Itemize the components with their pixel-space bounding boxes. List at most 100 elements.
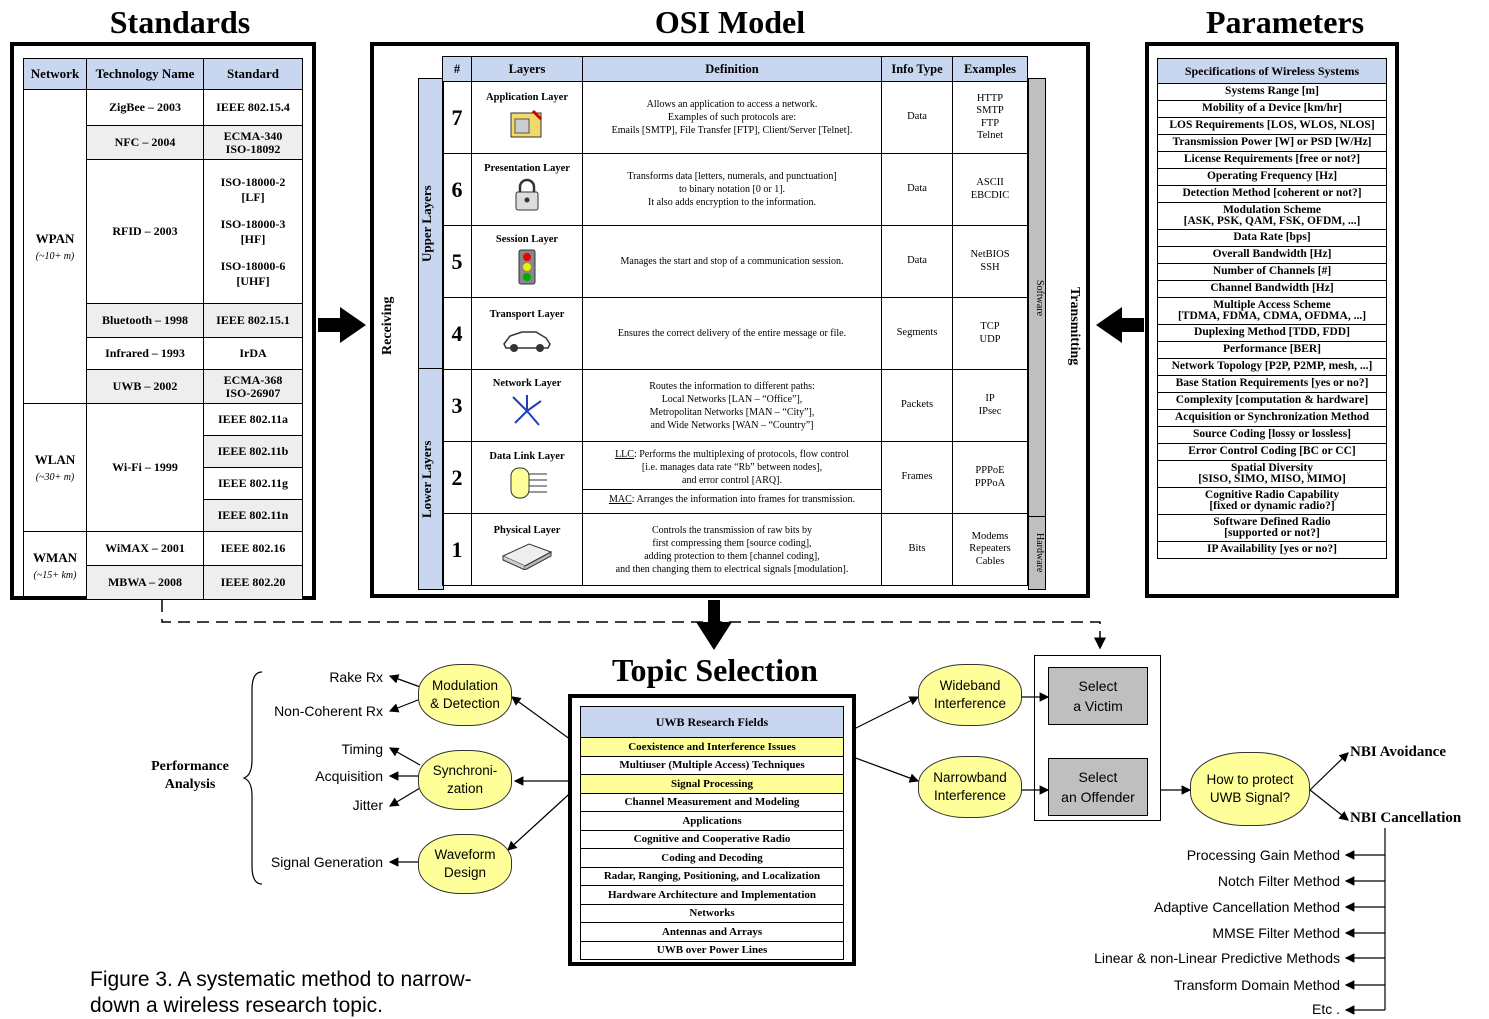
osi-col-info: Info Type [881, 56, 953, 82]
layer-examples: IP IPsec [952, 369, 1028, 442]
method-predictive: Linear & non-Linear Predictive Methods [1094, 950, 1340, 966]
layer-examples: TCP UDP [952, 297, 1028, 370]
std-wifi-g: IEEE 802.11g [203, 467, 303, 500]
std-wifi-a: IEEE 802.11a [203, 403, 303, 436]
topic-item: Hardware Architecture and Implementation [580, 885, 844, 905]
tech-nfc: NFC – 2004 [86, 125, 204, 160]
lower-layers-label: Lower Layers [418, 368, 444, 590]
mailbox-icon [510, 109, 543, 137]
layer-definition: Manages the start and stop of a communic… [582, 225, 882, 298]
layer-cell: Transport Layer [471, 297, 583, 370]
tech-infrared: Infrared – 1993 [86, 337, 204, 370]
layer-number: 1 [442, 513, 472, 586]
wideband-interference-cloud: Wideband Interference [918, 664, 1022, 726]
std-rfid: ISO-18000-2 [LF]ISO-18000-3 [HF]ISO-1800… [203, 159, 303, 304]
osi-panel: Receiving Transmitting Upper Layers Lowe… [370, 42, 1090, 598]
method-etc: Etc . [1311, 1001, 1340, 1017]
std-mbwa: IEEE 802.20 [203, 565, 303, 600]
osi-row-6: 6 Presentation Layer Transforms data [le… [442, 153, 1028, 226]
layer-examples: ASCII EBCDIC [952, 153, 1028, 226]
topic-table: UWB Research Fields Coexistence and Inte… [580, 706, 844, 960]
osi-row-5: 5 Session Layer Manages the start and st… [442, 225, 1028, 298]
parameter-item: Detection Method [coherent or not?] [1157, 185, 1387, 203]
layer-info: Segments [881, 297, 953, 370]
osi-col-num: # [442, 56, 472, 82]
parameter-item: Source Coding [lossy or lossless] [1157, 426, 1387, 444]
select-offender-box: Select an Offender [1048, 758, 1148, 816]
parameters-panel: Specifications of Wireless Systems Syste… [1145, 42, 1399, 598]
layer-examples: PPPoE PPPoA [952, 441, 1028, 514]
std-uwb: ECMA-368 ISO-26907 [203, 369, 303, 404]
network-wlan: WLAN(~30+ m) [23, 403, 87, 532]
method-mmse-filter: MMSE Filter Method [1212, 925, 1340, 941]
select-victim-box: Select a Victim [1048, 667, 1148, 725]
network-arrows-icon [512, 394, 542, 426]
layer-info: Bits [881, 513, 953, 586]
topic-panel: UWB Research Fields Coexistence and Inte… [568, 694, 856, 966]
timing-label: Timing [341, 741, 384, 757]
llc-text: : Performs the multiplexing of protocols… [633, 449, 849, 486]
nbi-avoidance-label: NBI Avoidance [1350, 744, 1446, 760]
layer-number: 2 [442, 441, 472, 514]
parameters-table: Specifications of Wireless Systems Syste… [1157, 58, 1387, 559]
acquisition-label: Acquisition [315, 768, 383, 784]
non-coherent-rx-label: Non-Coherent Rx [274, 703, 383, 719]
topic-item: Channel Measurement and Modeling [580, 792, 844, 812]
transmitting-label: Transmitting [1067, 286, 1082, 366]
layer-info: Packets [881, 369, 953, 442]
layer-name: Physical Layer [493, 524, 561, 536]
car-icon [503, 330, 551, 352]
osi-title: OSI Model [654, 4, 806, 40]
std-wifi-n: IEEE 802.11n [203, 499, 303, 532]
mac-tag: MAC [608, 494, 632, 505]
parameter-item: Modulation Scheme [ASK, PSK, QAM, FSK, O… [1157, 202, 1387, 230]
hardware-label: Hardware [1028, 516, 1046, 590]
std-wimax: IEEE 802.16 [203, 531, 303, 566]
layer-number: 7 [442, 81, 472, 154]
layer-name: Network Layer [492, 377, 562, 389]
topic-item: Signal Processing [580, 774, 844, 794]
layer-cell: Physical Layer [471, 513, 583, 586]
topic-item: Radar, Ranging, Positioning, and Localiz… [580, 866, 844, 886]
parameters-header: Specifications of Wireless Systems [1157, 58, 1387, 84]
topic-item: Multiuser (Multiple Access) Techniques [580, 755, 844, 775]
layer-info: Frames [881, 441, 953, 514]
method-notch-filter: Notch Filter Method [1217, 873, 1340, 889]
layer-number: 3 [442, 369, 472, 442]
traffic-light-icon [518, 249, 536, 284]
narrowband-interference-cloud: Narrowband Interference [918, 756, 1022, 818]
parameter-item: Spatial Diversity [SISO, SIMO, MISO, MIM… [1157, 460, 1387, 488]
standards-table: Network Technology Name Standard WPAN(~1… [23, 58, 303, 600]
modem-icon [501, 542, 553, 571]
topic-item: Coexistence and Interference Issues [580, 737, 844, 757]
tech-uwb: UWB – 2002 [86, 369, 204, 404]
llc-tag: LLC [615, 449, 634, 460]
osi-row-2: 2 Data Link Layer LLC: Performs the mult… [442, 441, 1028, 514]
parameter-item: Acquisition or Synchronization Method [1157, 409, 1387, 427]
layer-name: Data Link Layer [489, 450, 565, 462]
std-nfc: ECMA-340 ISO-18092 [203, 125, 303, 160]
tech-wifi: Wi-Fi – 1999 [86, 403, 204, 532]
synchronization-cloud: Synchroni- zation [418, 750, 512, 810]
layer-cell: Data Link Layer [471, 441, 583, 514]
layer-info: Data [881, 81, 953, 154]
tech-mbwa: MBWA – 2008 [86, 565, 204, 600]
std-infrared: IrDA [203, 337, 303, 370]
parameter-item: Base Station Requirements [yes or no?] [1157, 375, 1387, 393]
parameter-item: Channel Bandwidth [Hz] [1157, 280, 1387, 298]
rake-rx-label: Rake Rx [329, 669, 383, 685]
layer-name: Transport Layer [489, 308, 565, 320]
performance-analysis-label: Performance Analysis [151, 759, 229, 792]
layer-cell: Network Layer [471, 369, 583, 442]
layer-cell: Application Layer [471, 81, 583, 154]
osi-col-layers: Layers [471, 56, 583, 82]
layer-examples: NetBIOS SSH [952, 225, 1028, 298]
layer-definition: Controls the transmission of raw bits by… [582, 513, 882, 586]
layer-definition: LLC: Performs the multiplexing of protoc… [582, 441, 882, 514]
parameter-item: License Requirements [free or not?] [1157, 151, 1387, 169]
protect-uwb-cloud: How to protect UWB Signal? [1190, 752, 1310, 826]
method-adaptive-cancellation: Adaptive Cancellation Method [1153, 899, 1340, 915]
figure-caption: Figure 3. A systematic method to narrow-… [90, 968, 472, 1017]
signal-generation-label: Signal Generation [270, 854, 383, 870]
layer-name: Session Layer [495, 233, 559, 245]
